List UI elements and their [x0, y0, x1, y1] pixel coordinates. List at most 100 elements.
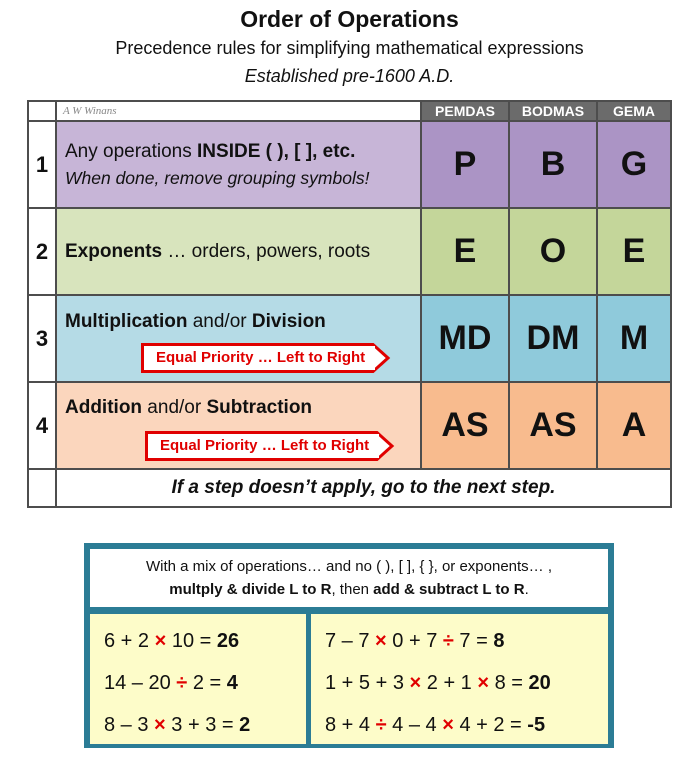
expression-text: 8 = — [489, 672, 529, 694]
answer-value: 20 — [528, 672, 551, 694]
text-segment: Any operations — [65, 140, 198, 162]
pemdas-letter: E — [420, 207, 510, 296]
operator-symbol: × — [442, 714, 454, 736]
page-subtitle: Precedence rules for simplifying mathema… — [115, 38, 584, 58]
step-desc-line1: Multiplication and/or Division — [65, 309, 326, 335]
gema-letter: E — [596, 207, 672, 296]
text-segment: Exponents — [65, 240, 163, 262]
mixed-operations-rule: With a mix of operations… and no ( ), [ … — [90, 549, 608, 607]
text-segment: , then — [331, 581, 374, 598]
expression-text: 8 – 3 — [104, 714, 155, 736]
example-equation: 7 – 7 × 0 + 7 ÷ 7 = 8 — [325, 620, 598, 662]
expression-text: 14 – 20 — [104, 672, 177, 694]
step-row-4: 4 Addition and/or Subtraction Equal Prio… — [27, 381, 672, 470]
gema-letter: G — [596, 120, 672, 209]
examples-right-column: 7 – 7 × 0 + 7 ÷ 7 = 8 1 + 5 + 3 × 2 + 1 … — [311, 614, 608, 744]
author-credit: A W Winans — [55, 100, 422, 122]
rule-line-2: multply & divide L to R, then add & subt… — [90, 578, 608, 601]
step-row-3: 3 Multiplication and/or Division Equal P… — [27, 294, 672, 383]
corner-cell — [27, 100, 57, 122]
answer-value: 4 — [226, 672, 238, 694]
pemdas-letter: P — [420, 120, 510, 209]
bodmas-letter: DM — [508, 294, 598, 383]
expression-text: 8 + 4 — [325, 714, 376, 736]
equal-priority-arrow: Equal Priority … Left to Right — [141, 343, 391, 373]
text-segment: add & subtract L to R — [373, 581, 525, 598]
gema-letter: A — [596, 381, 672, 470]
equal-priority-arrow: Equal Priority … Left to Right — [145, 431, 395, 461]
bodmas-letter: B — [508, 120, 598, 209]
header: Order of Operations Precedence rules for… — [0, 4, 699, 90]
step-desc-line1: Addition and/or Subtraction — [65, 395, 312, 421]
step-desc-line1: Any operations INSIDE ( ), [ ], etc. — [65, 139, 412, 165]
bodmas-letter: O — [508, 207, 598, 296]
step-number: 3 — [27, 294, 57, 383]
operator-symbol: ÷ — [176, 672, 188, 694]
page-title: Order of Operations — [240, 6, 459, 32]
text-segment: Division — [251, 311, 326, 332]
answer-value: -5 — [527, 714, 546, 736]
next-step-note: If a step doesn’t apply, go to the next … — [55, 468, 672, 508]
example-equation: 6 + 2 × 10 = 26 — [104, 620, 296, 662]
answer-value: 2 — [239, 714, 251, 736]
step-description: Any operations INSIDE ( ), [ ], etc. Whe… — [55, 120, 422, 209]
expression-text: 1 + 5 + 3 — [325, 672, 410, 694]
expression-text: 4 – 4 — [386, 714, 443, 736]
answer-value: 8 — [493, 630, 505, 652]
step-row-1: 1 Any operations INSIDE ( ), [ ], etc. W… — [27, 120, 672, 209]
step-row-2: 2 Exponents … orders, powers, roots E O … — [27, 207, 672, 296]
operator-symbol: × — [477, 672, 490, 694]
text-segment: . — [524, 581, 529, 598]
example-equation: 8 + 4 ÷ 4 – 4 × 4 + 2 = -5 — [325, 704, 598, 746]
pemdas-letter: AS — [420, 381, 510, 470]
table-header-row: A W Winans PEMDAS BODMAS GEMA — [27, 100, 672, 122]
text-segment: multply & divide L to R — [169, 581, 332, 598]
operator-symbol: × — [409, 672, 422, 694]
examples-left-column: 6 + 2 × 10 = 26 14 – 20 ÷ 2 = 4 8 – 3 × … — [90, 614, 306, 744]
step-description: Multiplication and/or Division Equal Pri… — [55, 294, 422, 383]
column-header-bodmas: BODMAS — [508, 100, 598, 122]
step-desc-line2: When done, remove grouping symbols! — [65, 167, 370, 188]
expression-text: 3 + 3 = — [165, 714, 240, 736]
example-equation: 8 – 3 × 3 + 3 = 2 — [104, 704, 296, 746]
column-header-gema: GEMA — [596, 100, 672, 122]
arrow-head-icon — [377, 431, 395, 461]
expression-text: 0 + 7 — [386, 630, 443, 652]
expression-text: 6 + 2 — [104, 630, 155, 652]
expression-text: 7 – 7 — [325, 630, 376, 652]
example-equation: 1 + 5 + 3 × 2 + 1 × 8 = 20 — [325, 662, 598, 704]
step-number: 2 — [27, 207, 57, 296]
examples-area: 6 + 2 × 10 = 26 14 – 20 ÷ 2 = 4 8 – 3 × … — [90, 614, 608, 744]
order-of-operations-table: A W Winans PEMDAS BODMAS GEMA 1 Any oper… — [27, 100, 672, 508]
text-segment: and/or — [142, 397, 207, 418]
example-equation: 14 – 20 ÷ 2 = 4 — [104, 662, 296, 704]
step-number: 1 — [27, 120, 57, 209]
text-segment: … orders, powers, roots — [162, 240, 371, 262]
text-segment: INSIDE ( ), [ ], etc. — [197, 140, 356, 162]
footer-corner-cell — [27, 468, 57, 508]
expression-text: 10 = — [166, 630, 217, 652]
operator-symbol: × — [154, 714, 166, 736]
gema-letter: M — [596, 294, 672, 383]
operator-symbol: × — [154, 630, 167, 652]
step-number: 4 — [27, 381, 57, 470]
table-footer-row: If a step doesn’t apply, go to the next … — [27, 468, 672, 508]
text-segment: Addition — [65, 397, 143, 418]
answer-value: 26 — [216, 630, 240, 652]
expression-text: 7 = — [453, 630, 494, 652]
operator-symbol: ÷ — [442, 630, 454, 652]
operator-symbol: ÷ — [375, 714, 387, 736]
text-segment: Multiplication — [65, 311, 188, 332]
step-description: Exponents … orders, powers, roots — [55, 207, 422, 296]
mixed-operations-panel: With a mix of operations… and no ( ), [ … — [84, 543, 614, 748]
operator-symbol: × — [375, 630, 387, 652]
expression-text: 2 + 1 — [421, 672, 478, 694]
expression-text: 4 + 2 = — [453, 714, 528, 736]
arrow-head-icon — [373, 343, 391, 373]
pemdas-letter: MD — [420, 294, 510, 383]
expression-text: 2 = — [187, 672, 227, 694]
text-segment: and/or — [187, 311, 252, 332]
equal-priority-label: Equal Priority … Left to Right — [145, 431, 378, 461]
established-note: Established pre-1600 A.D. — [244, 66, 455, 86]
bodmas-letter: AS — [508, 381, 598, 470]
